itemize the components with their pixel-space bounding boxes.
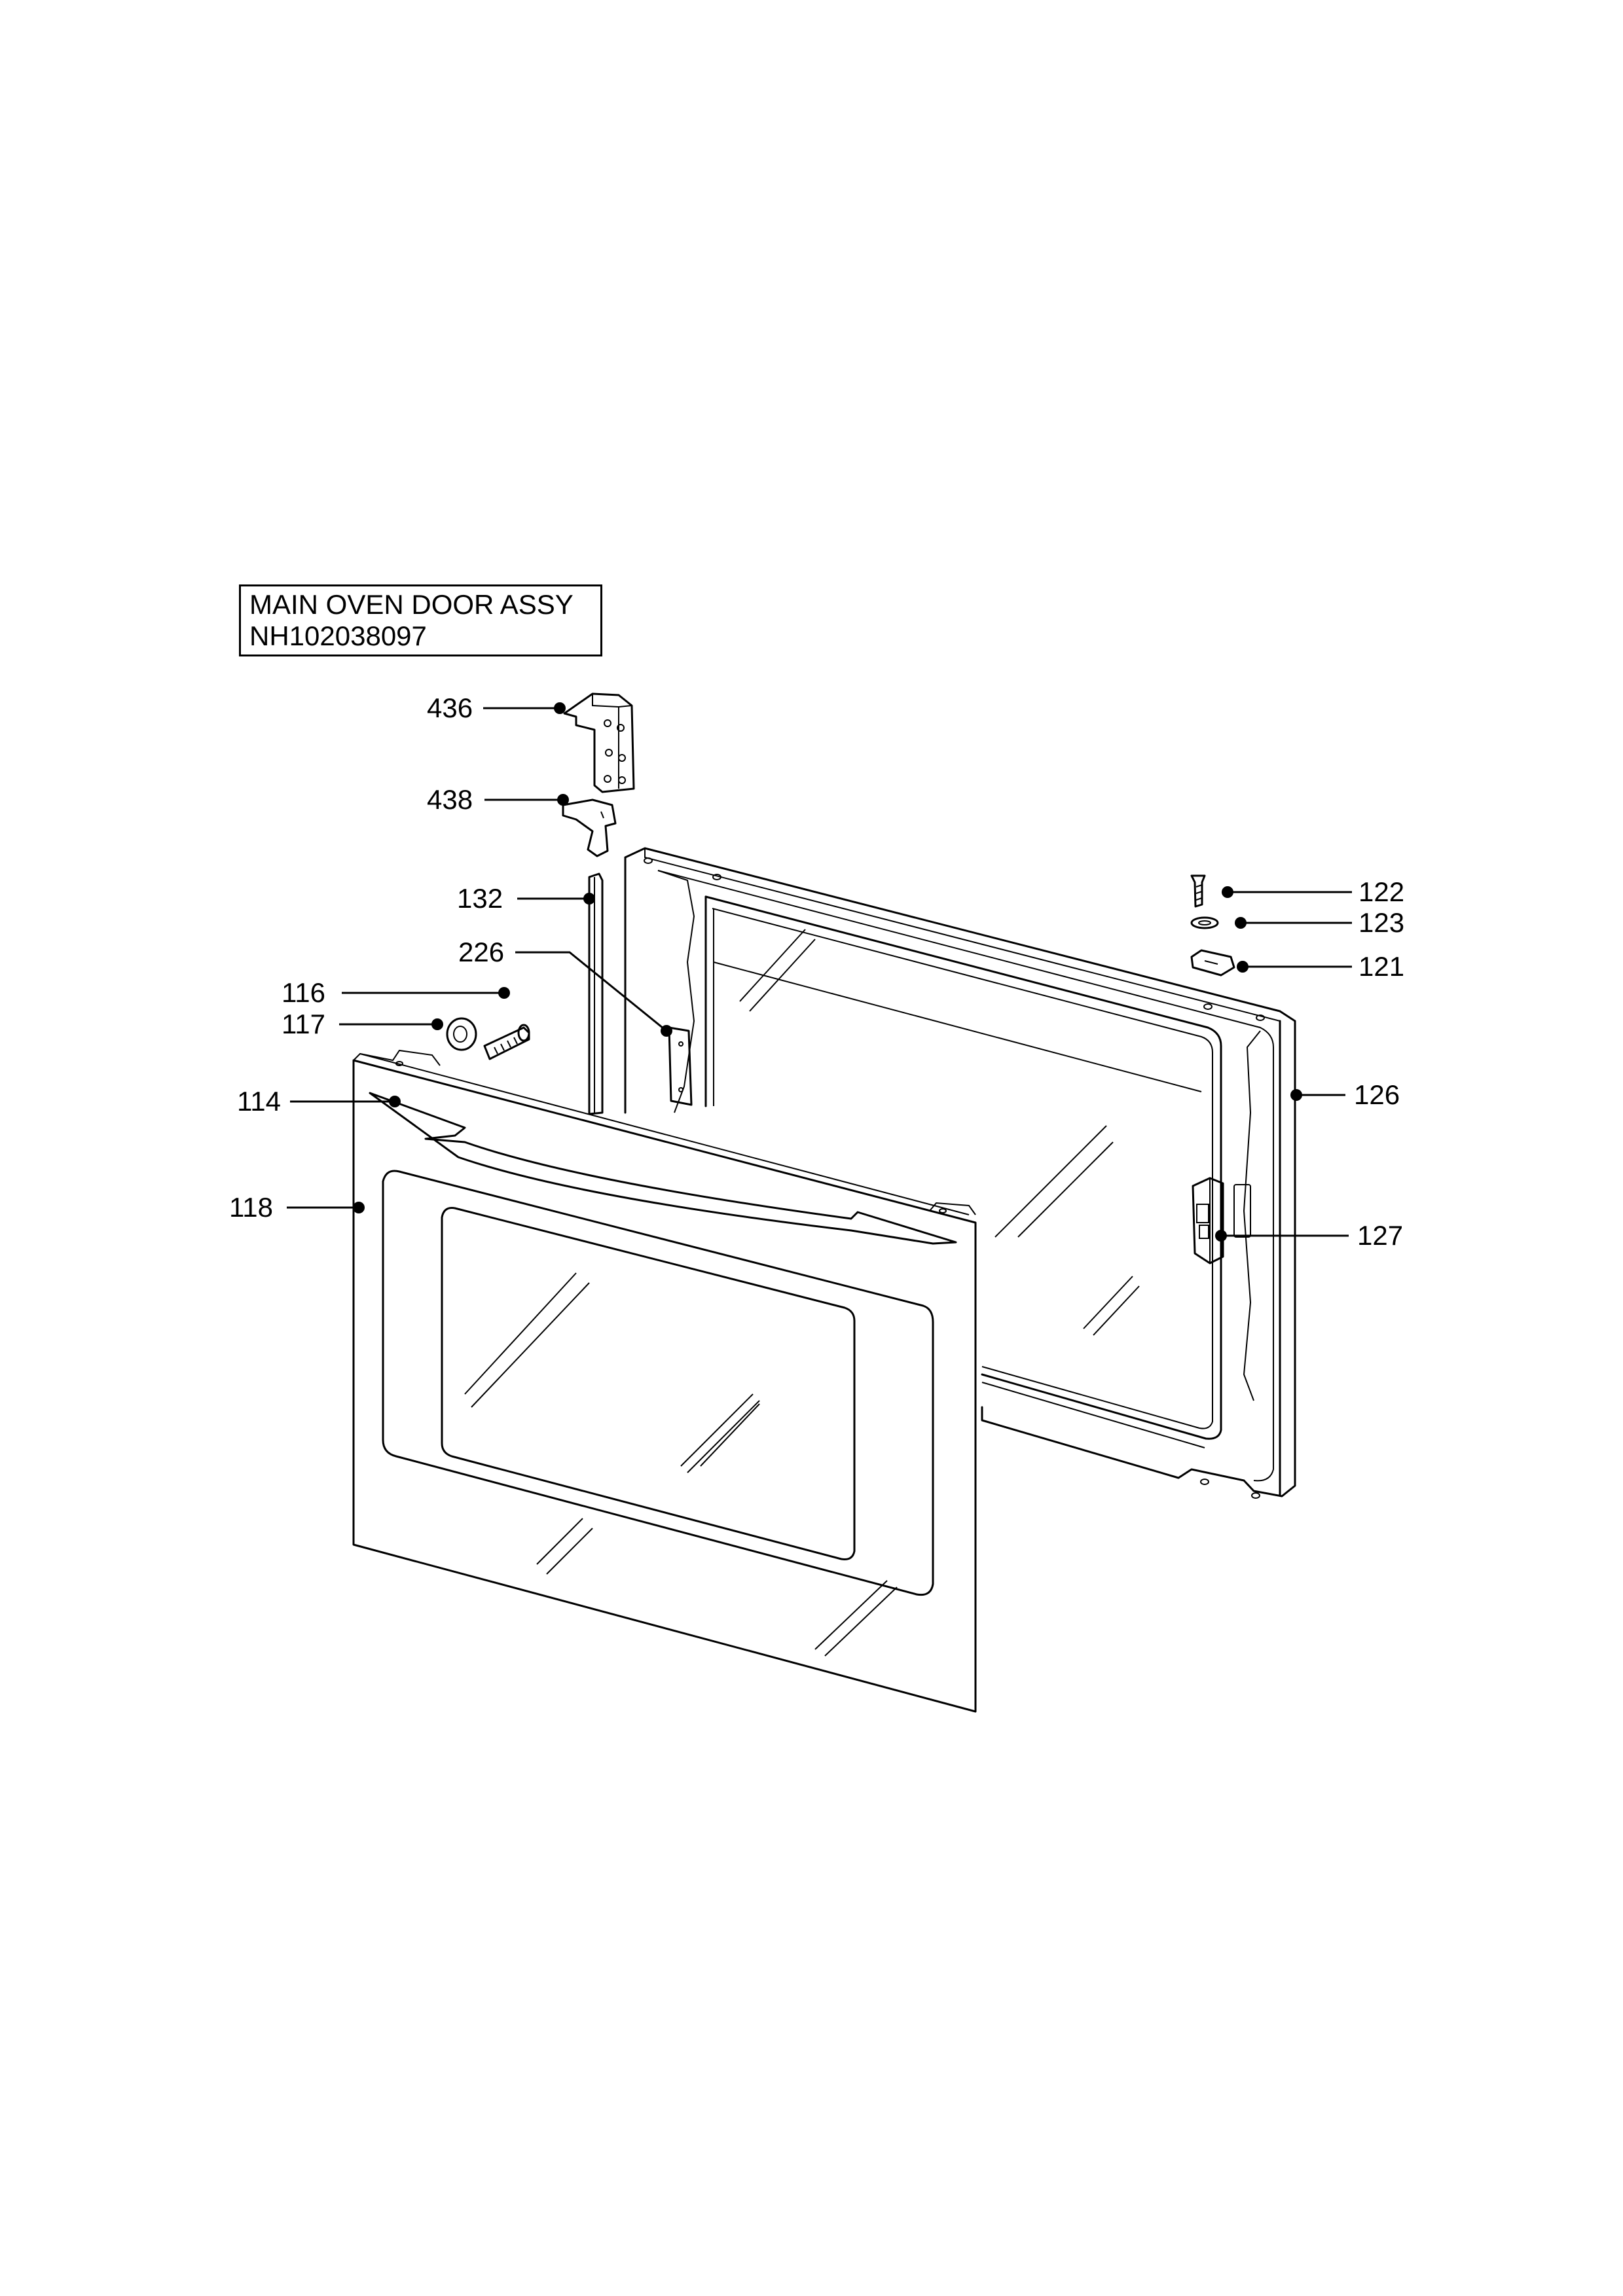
callout-122: 122 — [1359, 876, 1404, 907]
door-trim-226 — [668, 1026, 693, 1106]
clip-121 — [1190, 949, 1235, 977]
assembly-part-number: NH102038097 — [249, 620, 427, 651]
assembly-title: MAIN OVEN DOOR ASSY — [249, 589, 574, 620]
callout-116: 116 — [282, 977, 325, 1008]
callout-123: 123 — [1359, 907, 1404, 938]
hinge-part-436 — [563, 692, 635, 793]
latch-127 — [1192, 1177, 1224, 1265]
callout-118: 118 — [229, 1192, 273, 1223]
washer-123 — [1190, 916, 1219, 929]
hinge-bracket-438 — [562, 798, 617, 857]
callout-121: 121 — [1359, 951, 1404, 982]
assembly-title-box: MAIN OVEN DOOR ASSY NH102038097 — [239, 584, 602, 656]
screw-116 — [483, 1024, 530, 1060]
callouts: 436 438 132 226 116 117 114 118 122 123 … — [229, 692, 1404, 1251]
screw-122 — [1190, 874, 1206, 908]
callout-126: 126 — [1354, 1079, 1400, 1110]
inner-door-panel — [624, 847, 1296, 1499]
callout-127: 127 — [1357, 1220, 1403, 1251]
callout-438: 438 — [427, 784, 473, 815]
callout-436: 436 — [427, 692, 473, 723]
outer-glass-door — [352, 1049, 977, 1713]
callout-114: 114 — [237, 1086, 281, 1117]
callout-226: 226 — [458, 937, 504, 967]
callout-132: 132 — [457, 883, 503, 914]
washer-117 — [446, 1017, 477, 1051]
hinge-channel-132 — [588, 872, 604, 1115]
callout-117: 117 — [282, 1009, 325, 1039]
